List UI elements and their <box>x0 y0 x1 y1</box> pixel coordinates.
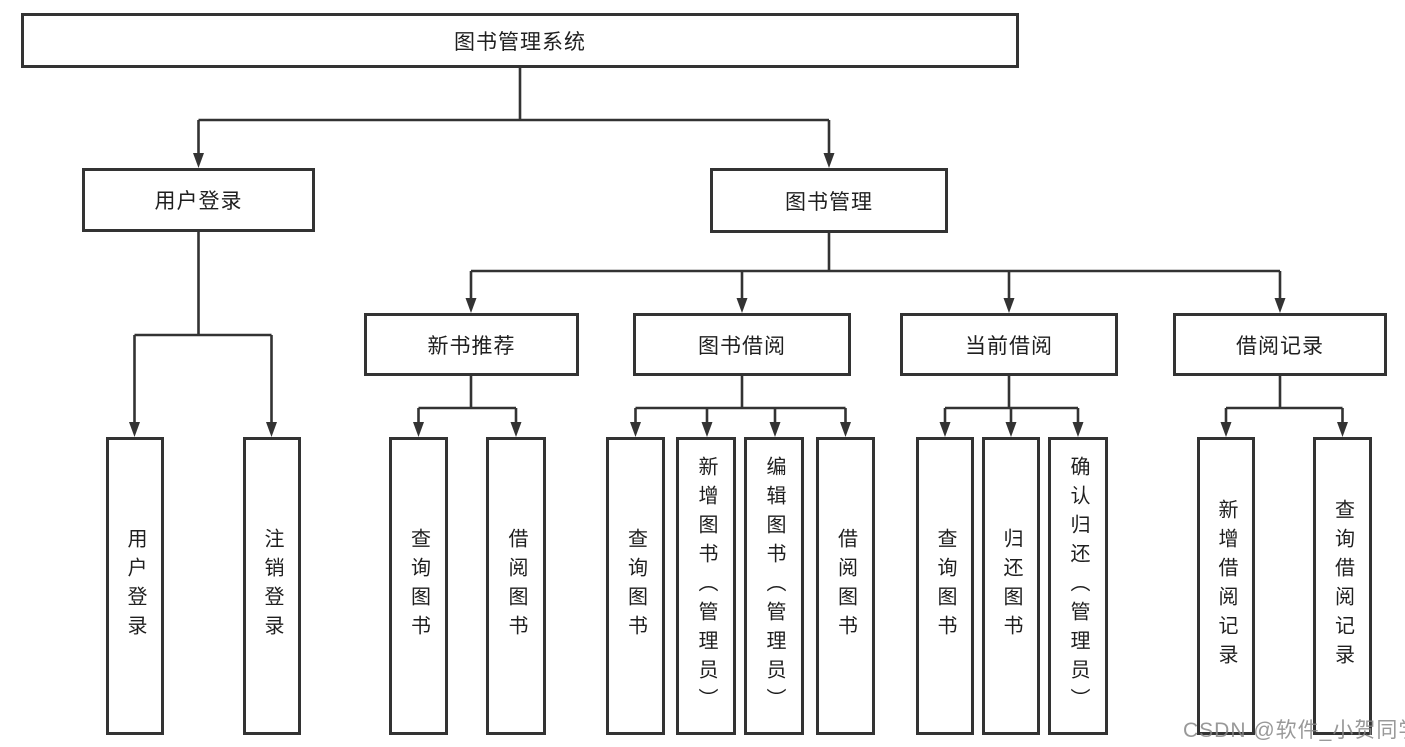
node-borrowing-records: 借阅记录 <box>1173 313 1387 376</box>
arrowhead <box>823 153 835 168</box>
arrowhead <box>1003 298 1015 313</box>
node-add-book-admin: 新增图书（管理员） <box>676 437 736 735</box>
arrowhead <box>939 422 951 437</box>
arrowhead <box>736 298 748 313</box>
node-label: 新增图书（管理员） <box>695 455 717 717</box>
arrowhead <box>1274 298 1286 313</box>
node-label: 确认归还（管理员） <box>1067 455 1089 717</box>
node-book-management: 图书管理 <box>710 168 948 233</box>
arrowhead <box>1337 422 1348 437</box>
node-user-login-action: 用户登录 <box>106 437 164 735</box>
node-query-books-recommend: 查询图书 <box>389 437 448 735</box>
wire-root-to-level2 <box>197 68 831 153</box>
wire-borrow-record-children <box>1224 376 1344 422</box>
node-label: 图书借阅 <box>698 334 786 358</box>
arrowhead <box>266 422 277 437</box>
arrowhead <box>1220 422 1232 437</box>
node-label: 用户登录 <box>124 528 146 644</box>
arrowhead <box>465 298 477 313</box>
arrowhead <box>840 422 851 437</box>
node-borrow-books-action: 借阅图书 <box>816 437 875 735</box>
wire-current-borrow-children <box>943 376 1080 422</box>
node-current-borrowing: 当前借阅 <box>900 313 1118 376</box>
node-confirm-return-admin: 确认归还（管理员） <box>1048 437 1108 735</box>
node-label: 归还图书 <box>1000 528 1022 644</box>
node-library-system: 图书管理系统 <box>21 13 1019 68</box>
node-borrow-books-recommend: 借阅图书 <box>486 437 546 735</box>
arrowheads <box>129 153 1348 437</box>
arrowhead <box>1005 422 1017 437</box>
node-label: 新书推荐 <box>427 334 516 358</box>
arrowhead <box>193 153 204 168</box>
node-label: 用户登录 <box>154 190 243 213</box>
wire-new-book-children <box>417 376 518 422</box>
arrowhead <box>701 422 713 437</box>
arrowhead <box>413 422 424 437</box>
watermark: CSDN @软件_小贺同学 <box>1183 719 1405 742</box>
node-query-books-current: 查询图书 <box>916 437 974 735</box>
arrowhead <box>769 422 781 437</box>
node-logout-action: 注销登录 <box>243 437 301 735</box>
node-label: 查询图书 <box>407 528 430 644</box>
arrowhead <box>630 422 641 437</box>
node-new-book-recommendation: 新书推荐 <box>364 313 579 376</box>
node-label: 新增借阅记录 <box>1215 499 1237 673</box>
node-label: 注销登录 <box>261 528 283 644</box>
arrowhead <box>129 422 140 437</box>
node-label: 查询借阅记录 <box>1331 499 1354 673</box>
node-add-borrow-record: 新增借阅记录 <box>1197 437 1255 735</box>
node-label: 借阅记录 <box>1236 334 1324 358</box>
node-label: 借阅图书 <box>505 528 527 644</box>
node-label: 查询图书 <box>934 528 956 644</box>
wire-book-borrow-children <box>634 376 847 422</box>
node-return-books: 归还图书 <box>982 437 1040 735</box>
node-edit-book-admin: 编辑图书（管理员） <box>744 437 804 735</box>
node-label: 查询图书 <box>624 528 647 644</box>
node-label: 图书管理 <box>785 190 873 214</box>
arrowhead <box>1072 422 1084 437</box>
node-book-borrowing: 图书借阅 <box>633 313 851 376</box>
wire-book-management-children <box>469 233 1282 298</box>
connector-strokes <box>133 68 1344 422</box>
wire-user-login-children <box>133 232 273 422</box>
node-label: 图书管理系统 <box>454 30 586 54</box>
node-label: 当前借阅 <box>965 334 1053 358</box>
node-query-borrow-record: 查询借阅记录 <box>1313 437 1372 735</box>
node-query-books-borrowing: 查询图书 <box>606 437 665 735</box>
node-user-login: 用户登录 <box>82 168 315 232</box>
node-label: 编辑图书（管理员） <box>763 455 785 717</box>
arrowhead <box>510 422 522 437</box>
node-label: 借阅图书 <box>834 528 857 644</box>
